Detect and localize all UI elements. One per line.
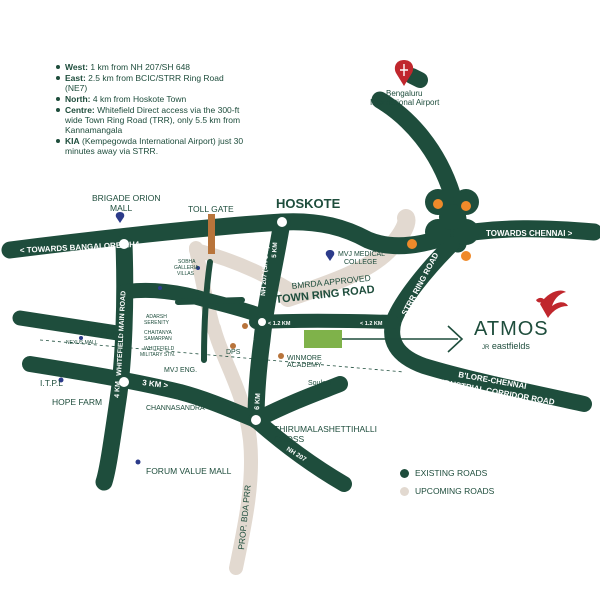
project-subtitle: JR eastfields bbox=[482, 341, 530, 351]
dps-label: DPS bbox=[226, 349, 241, 356]
project-site bbox=[304, 330, 342, 348]
sobha-label-1: SOBHA bbox=[178, 259, 196, 265]
hope-farm-label: HOPE FARM bbox=[52, 397, 102, 407]
whitefield-military-label-1: WHITEFIELD bbox=[144, 346, 175, 352]
adarsh-label-1: ADARSH bbox=[146, 314, 167, 320]
project-name: ATMOS bbox=[474, 318, 549, 340]
km12-right-label: < 1.2 KM bbox=[360, 321, 383, 327]
legend-upcoming: UPCOMING ROADS bbox=[400, 486, 494, 497]
upcoming-prestige-label-1: UPCOMING bbox=[88, 326, 116, 332]
strr-label: STRR RING ROAD bbox=[400, 251, 441, 317]
whitefield-military-label-2: MILITARY STN. bbox=[140, 352, 175, 358]
airport-label-1: Bengaluru bbox=[386, 89, 422, 98]
upcoming-link-diagonal bbox=[189, 243, 307, 303]
sobha-label-2: GALLERIA bbox=[174, 265, 199, 271]
strr-interchange bbox=[407, 189, 479, 261]
km5-label: 5 KM bbox=[271, 242, 279, 258]
winmore-label-2: ACADEMY bbox=[287, 362, 322, 369]
km3-label: 3 KM > bbox=[142, 378, 169, 390]
highlight-north: North: 4 km from Hoskote Town bbox=[56, 94, 246, 104]
km6-label: 6 KM bbox=[254, 393, 262, 410]
toll-gate-marker bbox=[208, 214, 215, 254]
hoskote-label: HOSKOTE bbox=[276, 196, 341, 211]
adarsh-label-2: SERENITY bbox=[144, 320, 170, 326]
chaitanya-label-1: CHAITANYA bbox=[144, 330, 173, 336]
road-nh4 bbox=[1, 213, 600, 259]
forum-label: FORUM VALUE MALL bbox=[146, 466, 232, 476]
road-nh207 bbox=[248, 376, 352, 492]
upcoming-prop-bda-prr bbox=[207, 321, 259, 575]
mvj-medical-label-2: COLLEGE bbox=[344, 259, 377, 266]
winmore-label-1: WINMORE bbox=[287, 355, 322, 362]
phoenix-logo-icon bbox=[536, 290, 568, 318]
airport-label-2: International Airport bbox=[370, 98, 440, 107]
poi-markers bbox=[58, 212, 335, 465]
nh207-sh648-label: NH 207 (SH 648) bbox=[260, 246, 270, 296]
road-airport-arrow bbox=[404, 68, 428, 88]
mvj-eng-label: MVJ ENG. bbox=[164, 367, 197, 374]
highlight-centre: Centre: Whitefield Direct access via the… bbox=[56, 105, 246, 135]
dashed-line bbox=[39, 339, 405, 373]
legend-upcoming-swatch bbox=[400, 487, 409, 497]
road-strr bbox=[384, 236, 592, 412]
location-highlights: West: 1 km from NH 207/SH 648 East: 2.5 … bbox=[56, 62, 246, 157]
toll-gate-label: TOLL GATE bbox=[188, 204, 234, 214]
legend-existing: EXISTING ROADS bbox=[400, 468, 487, 479]
airport-pin-icon bbox=[394, 60, 414, 86]
road-internal bbox=[175, 259, 245, 363]
itpl-label: I.T.P.L bbox=[40, 378, 63, 388]
brigade-label-2: MALL bbox=[110, 203, 132, 213]
soukya-label: Soukya bbox=[308, 380, 331, 387]
highlight-kia: KIA (Kempegowda International Airport) j… bbox=[56, 136, 246, 156]
mvj-medical-label-1: MVJ MEDICAL bbox=[338, 251, 385, 258]
upcoming-prestige-label-2: PRESTIGE MALL bbox=[84, 332, 124, 338]
legend-existing-swatch bbox=[400, 469, 409, 479]
road-sh648 bbox=[247, 213, 291, 429]
thirumala-label-2: CROSS bbox=[274, 434, 305, 444]
nexus-label: NEXUS MALL bbox=[66, 340, 98, 346]
highlight-east: East: 2.5 km from BCIC/STRR Ring Road (N… bbox=[56, 73, 246, 93]
chaitanya-label-2: SAMARPAN bbox=[144, 336, 172, 342]
road-3km bbox=[22, 356, 264, 428]
channasandra-label: CHANNASANDRA bbox=[146, 405, 205, 412]
brigade-label-1: BRIGADE ORION bbox=[92, 193, 160, 203]
km4-label: 4 KM bbox=[114, 381, 122, 398]
towards-chennai-label: TOWARDS CHENNAI > bbox=[486, 229, 573, 238]
junction-nodes bbox=[119, 217, 287, 425]
km12-left-label: < 1.2 KM bbox=[268, 321, 291, 327]
sobha-label-3: VILLAS bbox=[177, 271, 195, 277]
project-logo: ATMOS JR eastfields bbox=[474, 318, 549, 351]
whitefield-main-label: WHITEFIELD MAIN ROAD bbox=[116, 291, 127, 376]
thirumala-label-1: THIRUMALASHETTIHALLI bbox=[274, 424, 377, 434]
site-arrow bbox=[342, 325, 464, 353]
highlight-west: West: 1 km from NH 207/SH 648 bbox=[56, 62, 246, 72]
